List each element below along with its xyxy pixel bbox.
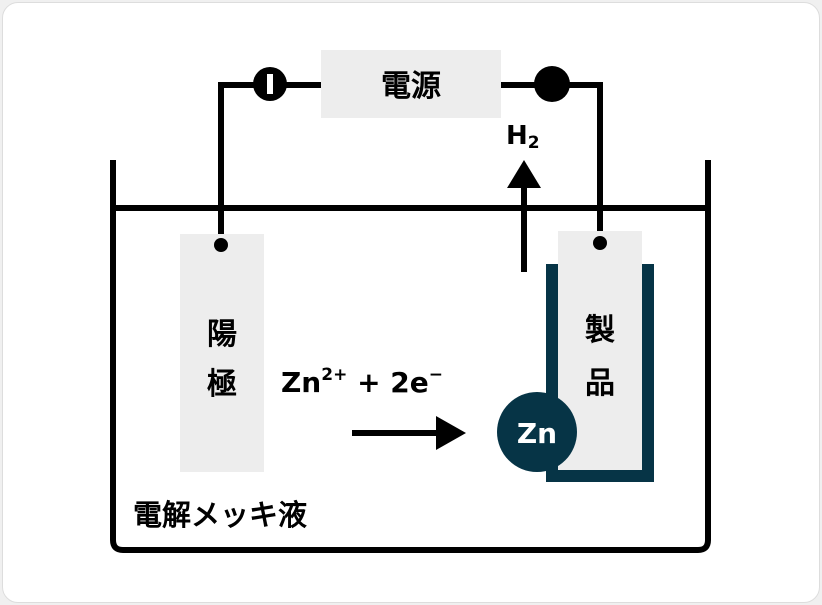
migration-arrow-head [436, 416, 466, 450]
anode-label-2: 極 [207, 367, 237, 402]
anode-connection-dot [214, 238, 228, 252]
zinc-particle [497, 392, 577, 472]
wire-positive [500, 82, 603, 243]
wire-negative [218, 82, 322, 245]
product-label-1: 製 [585, 313, 615, 348]
power-source-box [321, 50, 501, 118]
product-label-2: 品 [585, 366, 615, 401]
product-connection-dot [593, 236, 607, 250]
solution-label: 電解メッキ液 [133, 498, 307, 532]
hydrogen-arrow-head [507, 160, 541, 188]
ion-equation: Zn2+ + 2e− [281, 365, 443, 399]
power-source-label: 電源 [381, 69, 441, 104]
tank [110, 160, 711, 553]
hydrogen-label: H2 [506, 121, 540, 153]
minus-terminal-icon [253, 67, 287, 101]
anode-plate [180, 234, 264, 472]
anode-label-1: 陽 [207, 317, 237, 352]
zinc-particle-label: Zn [517, 417, 557, 450]
plus-terminal-icon [534, 66, 570, 102]
